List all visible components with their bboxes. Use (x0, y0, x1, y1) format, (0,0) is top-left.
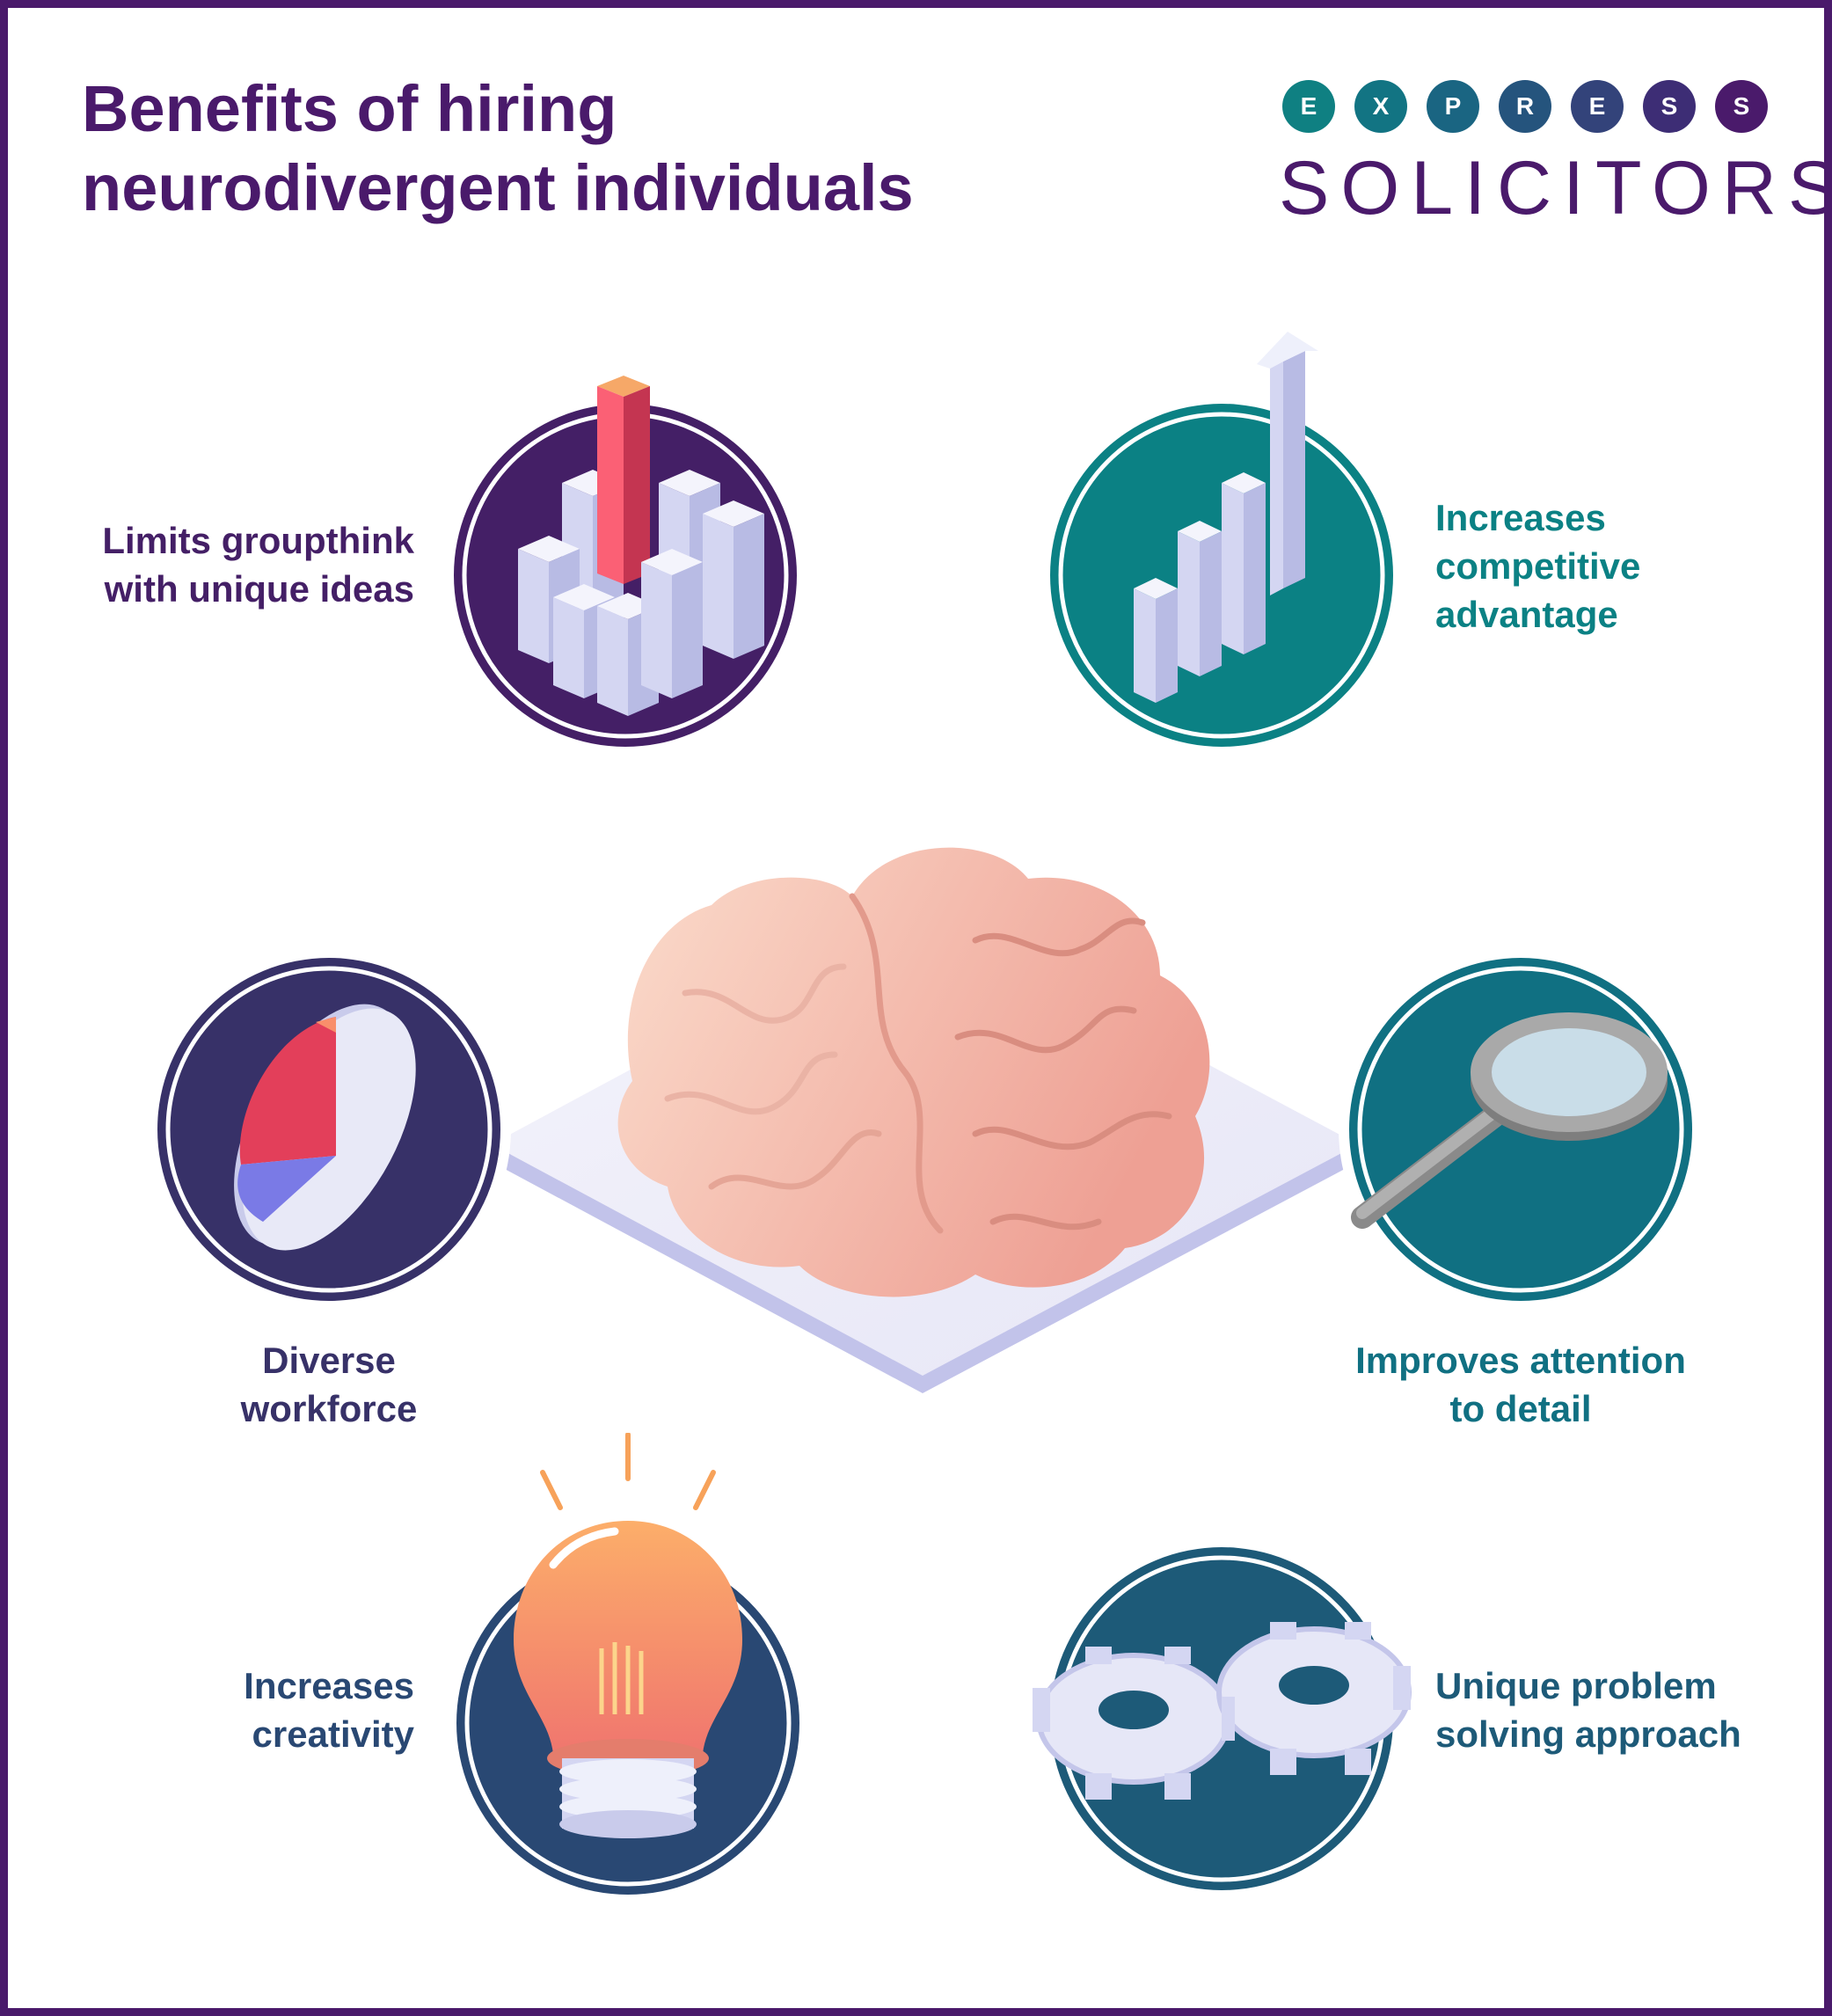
logo-wordmark: SOLICITORS (1279, 146, 1832, 230)
pie-chart-icon (147, 947, 511, 1311)
benefit-label-attention-to-detail: Improves attention to detail (1355, 1340, 1686, 1429)
growth-chart-icon (1040, 332, 1404, 757)
logo-dot: R (1499, 80, 1551, 133)
logo-dot: P (1427, 80, 1479, 133)
benefit-label-problem-solving: Unique problem solving approach (1435, 1665, 1741, 1755)
benefit-label-increases-creativity: Increases creativity (244, 1665, 414, 1755)
logo-dot: S (1715, 80, 1768, 133)
benefit-label-limits-groupthink: Limits groupthink with unique ideas (102, 520, 414, 610)
express-solicitors-logo: E X P R E S S SOLICITORS (1279, 77, 1832, 230)
logo-dot: S (1643, 80, 1696, 133)
light-bulb-icon (446, 1433, 810, 1905)
logo-dot: E (1282, 80, 1335, 133)
benefit-label-competitive-advantage: Increases competitive advantage (1435, 497, 1641, 635)
logo-letter-dots: E X P R E S S (1282, 80, 1768, 133)
logo-dot: E (1571, 80, 1624, 133)
bar-chart-icon (443, 376, 807, 757)
brain-icon (492, 847, 1358, 1393)
magnifying-glass-icon (1339, 947, 1703, 1311)
gears-icon (1033, 1537, 1412, 1901)
title-line-1: Benefits of hiring (82, 72, 617, 145)
benefit-label-diverse-workforce: Diverse workforce (240, 1340, 418, 1429)
page-title: Benefits of hiring neurodivergent indivi… (82, 69, 914, 228)
logo-dot: X (1354, 80, 1407, 133)
title-line-2: neurodivergent individuals (82, 151, 914, 224)
